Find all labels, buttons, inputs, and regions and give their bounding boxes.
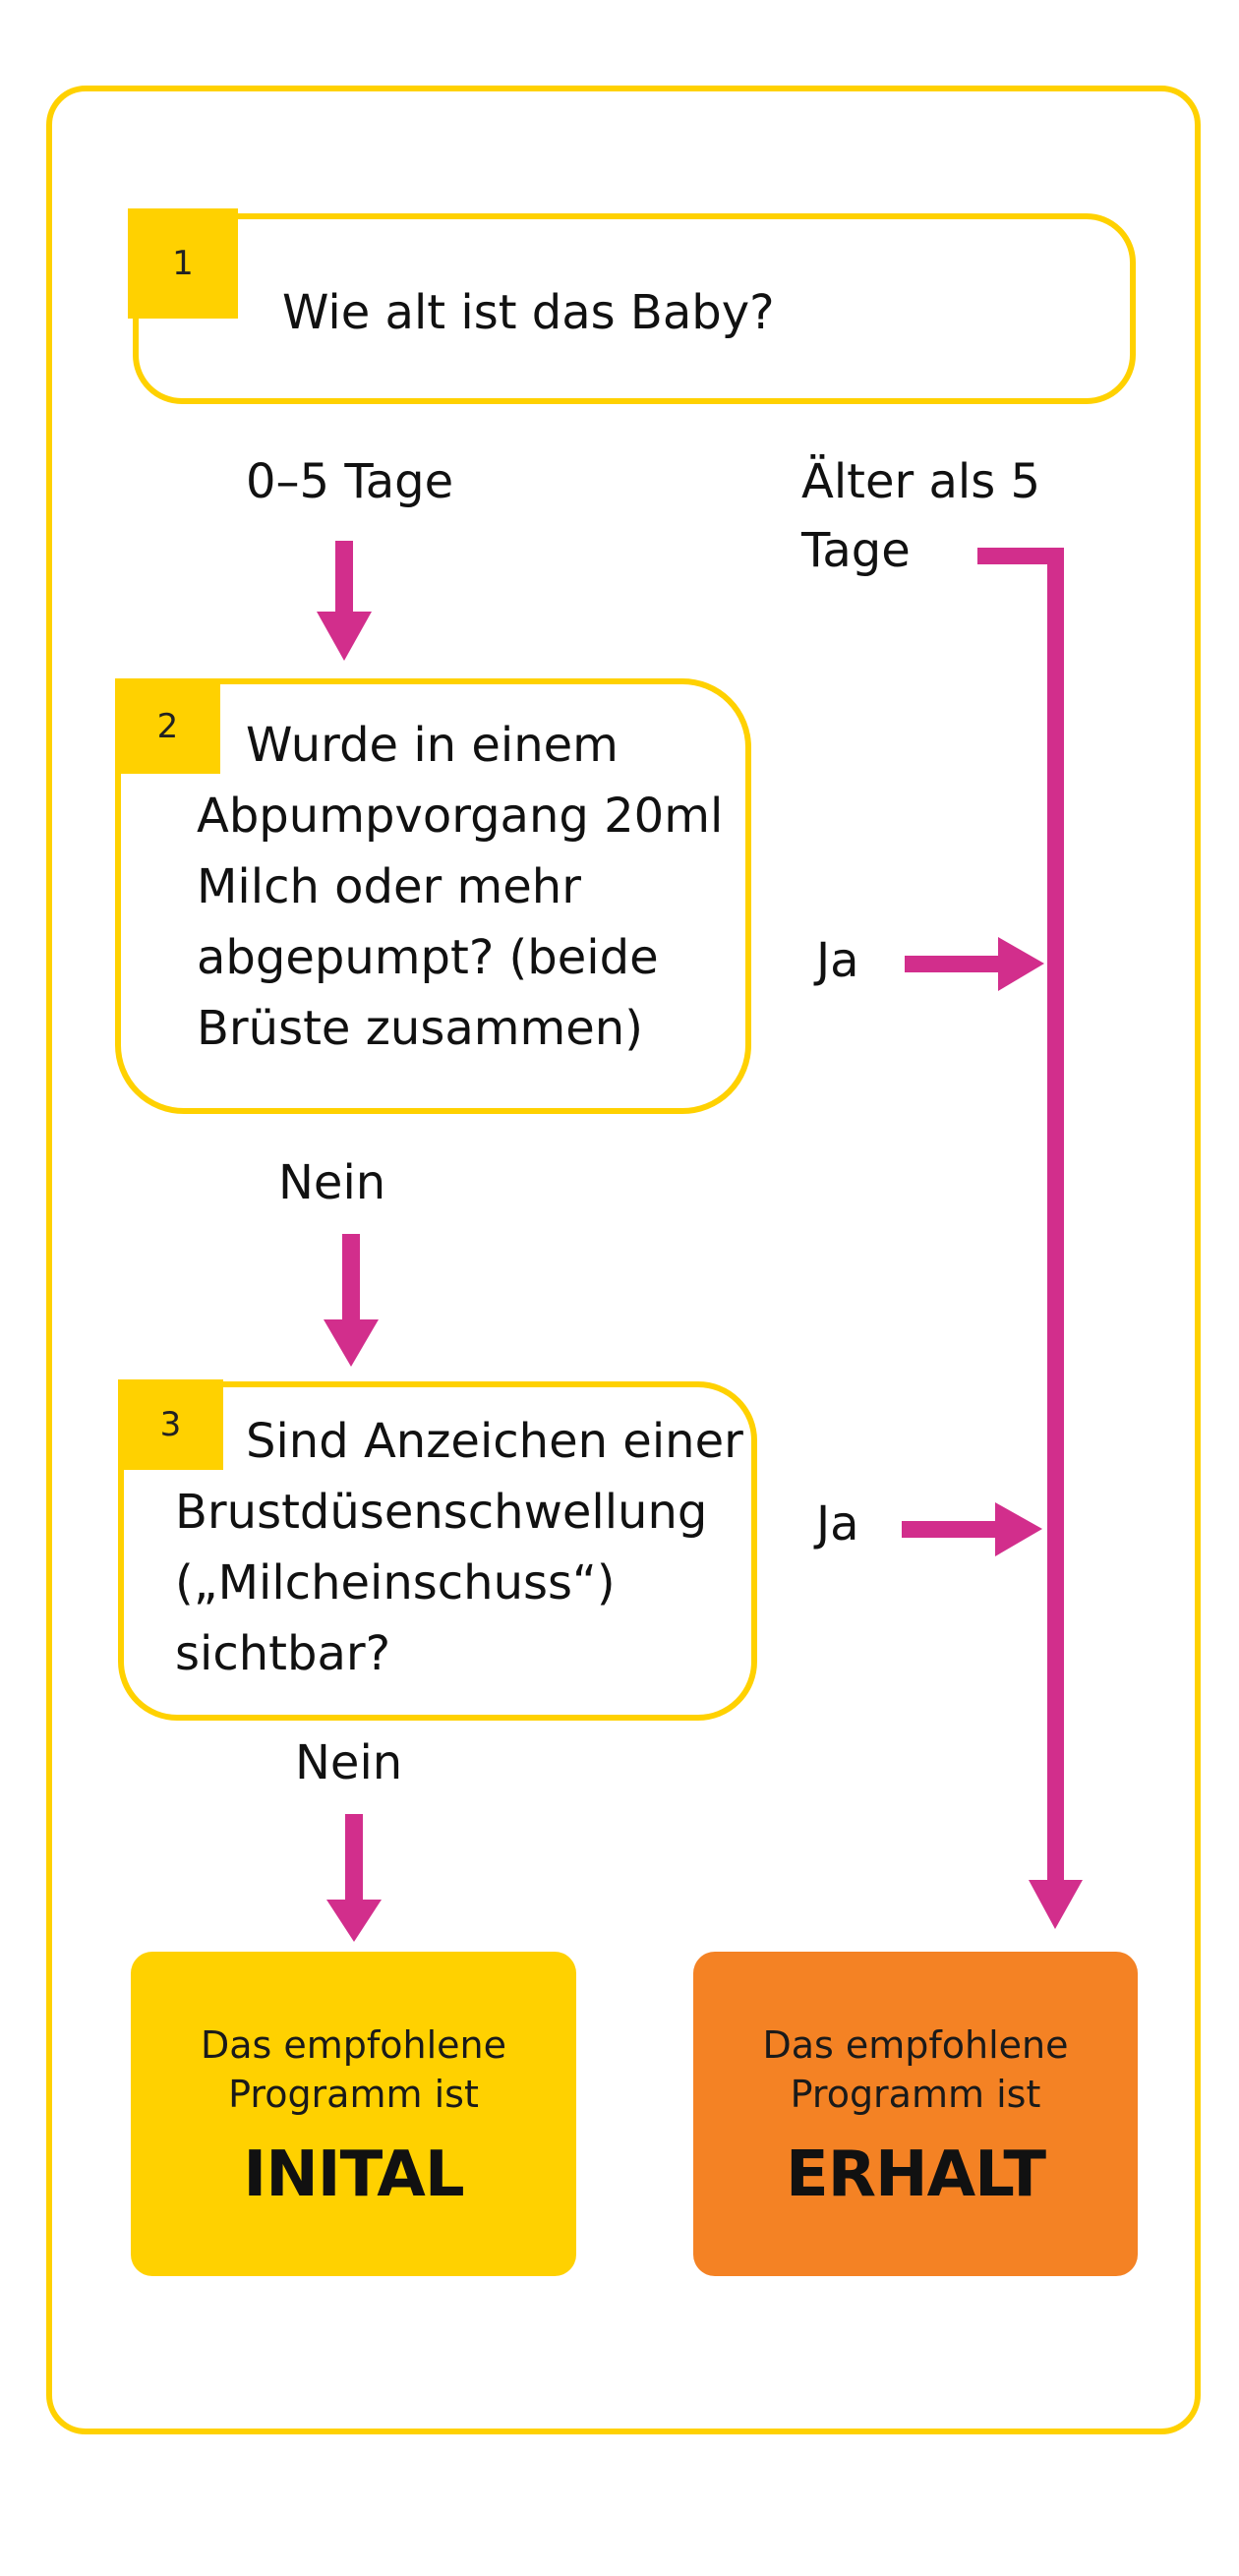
arrow-q3-no-to-initial-shaft [345,1814,363,1903]
arrow-q2-no-to-q3-head [324,1319,379,1367]
result-initial-line2: Programm ist [228,2073,479,2116]
arrow-older-vertical-shaft [1047,548,1064,1883]
question-2-number: 2 [115,678,220,774]
arrow-age-to-q2-head [317,612,372,661]
question-2-box [115,678,751,1114]
question-2-text: Wurde in einem Abpumpvorgang 20ml Milch … [197,718,724,1056]
arrow-q2-yes-shaft [905,956,1003,972]
label-q2-yes: Ja [816,933,859,988]
arrow-older-horizontal [977,548,1064,564]
label-q3-no: Nein [295,1735,403,1790]
question-3-text: Sind Anzeichen einer Brustdüsenschwellun… [175,1414,743,1681]
result-maintain-program: ERHALT [786,2138,1046,2211]
arrow-q3-yes-shaft [902,1521,1000,1538]
label-q2-no: Nein [278,1155,386,1210]
arrow-q2-yes-head [998,937,1044,991]
question-1-box [133,213,1136,404]
label-age-older-than-5-days: Älter als 5 Tage [801,454,1041,578]
arrow-older-to-maintain-head [1029,1880,1083,1929]
result-initial-line1: Das empfohlene [200,2023,507,2067]
result-maintain-box: Das empfohlene Programm ist ERHALT [693,1952,1138,2276]
question-1-number: 1 [128,208,238,319]
arrow-q3-yes-head [995,1502,1042,1556]
question-3-box [118,1381,757,1721]
result-initial-box: Das empfohlene Programm ist INITAL [131,1952,576,2276]
result-maintain-line1: Das empfohlene [762,2023,1069,2067]
question-1-text: Wie alt ist das Baby? [282,285,775,340]
result-maintain-line2: Programm ist [790,2073,1041,2116]
arrow-q2-no-to-q3-shaft [342,1234,360,1322]
arrow-q3-no-to-initial-head [326,1900,382,1942]
label-age-0-5-days: 0–5 Tage [246,454,454,509]
label-q3-yes: Ja [816,1496,859,1551]
arrow-age-to-q2-shaft [335,541,353,615]
result-initial-program: INITAL [243,2138,464,2211]
question-3-number: 3 [118,1379,223,1470]
flowchart-frame [46,86,1201,2434]
